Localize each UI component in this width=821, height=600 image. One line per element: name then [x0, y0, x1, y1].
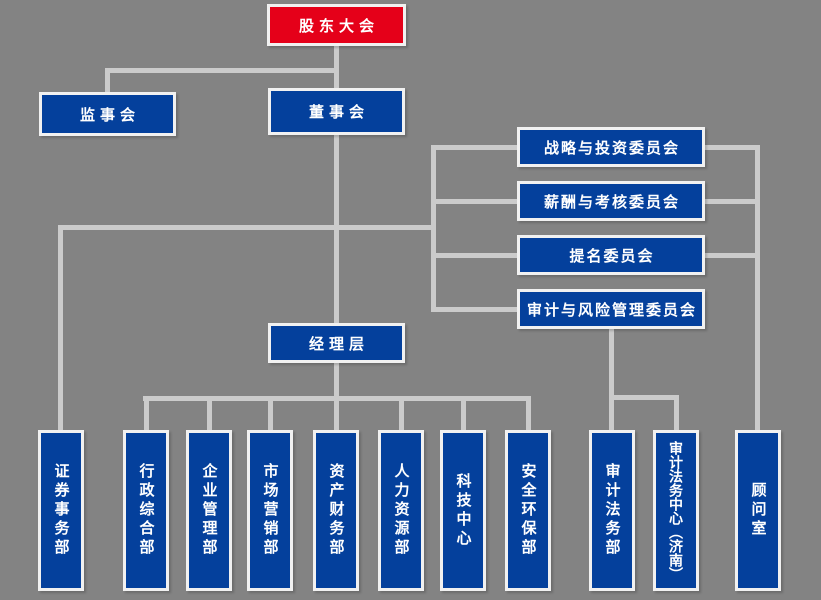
node-committee-remuneration-appraisal: 薪酬与考核委员会 — [517, 181, 705, 221]
connector-dept-stub-2 — [207, 396, 212, 430]
node-label: 科技中心 — [454, 472, 472, 549]
connector-committee1-right-stub — [705, 145, 760, 150]
node-label: 市场营销部 — [261, 463, 279, 558]
node-label: 审计法务部 — [603, 463, 621, 558]
node-label: 资产财务部 — [327, 463, 345, 558]
node-dept-audit-legal-center-jinan: 审计法务中心（济南） — [653, 430, 699, 591]
connector-right-rail-to-advisory — [755, 145, 760, 430]
node-committee-audit-risk: 审计与风险管理委员会 — [517, 289, 705, 329]
node-label: 审计法务中心（济南） — [668, 440, 684, 581]
node-dept-marketing: 市场营销部 — [247, 430, 293, 591]
node-dept-human-resources: 人力资源部 — [378, 430, 424, 591]
connector-dept-stub-4 — [399, 396, 404, 430]
node-committee-strategy-investment: 战略与投资委员会 — [517, 127, 705, 167]
connector-committee3-right-stub — [705, 253, 760, 258]
connector-department-crossbar — [143, 396, 531, 401]
connector-dept-stub-3 — [268, 396, 273, 430]
node-dept-securities-affairs: 证券事务部 — [38, 430, 84, 591]
connector-committee3-left-stub — [431, 253, 517, 258]
connector-board-left-crossbar — [59, 225, 436, 230]
connector-dept-stub-1 — [144, 396, 149, 430]
node-dept-audit-legal: 审计法务部 — [589, 430, 635, 591]
node-label: 审计与风险管理委员会 — [526, 301, 697, 319]
node-label: 顾问室 — [749, 482, 767, 539]
node-label: 企业管理部 — [200, 463, 218, 558]
node-management-level: 经理层 — [268, 323, 405, 363]
node-dept-asset-finance: 资产财务部 — [313, 430, 359, 591]
node-label: 行政综合部 — [137, 463, 155, 558]
connector-audit-branch — [609, 395, 679, 400]
node-label: 股东大会 — [298, 17, 379, 35]
node-label: 提名委员会 — [569, 247, 655, 265]
node-committee-nomination: 提名委员会 — [517, 235, 705, 275]
node-label: 薪酬与考核委员会 — [543, 193, 680, 211]
node-supervisory-board: 监事会 — [39, 92, 176, 136]
node-label: 人力资源部 — [392, 463, 410, 558]
node-dept-administration: 行政综合部 — [123, 430, 169, 591]
connector-dept-stub-5 — [461, 396, 466, 430]
node-dept-safety-environment: 安全环保部 — [505, 430, 551, 591]
node-board-of-directors: 董事会 — [268, 88, 405, 135]
connector-committee2-right-stub — [705, 199, 760, 204]
connector-committee1-left-stub — [431, 145, 517, 150]
node-shareholders-meeting: 股东大会 — [267, 4, 406, 46]
connector-audit-committee-drop — [609, 328, 614, 430]
connector-jinan-stub — [674, 395, 679, 430]
node-label: 安全环保部 — [519, 463, 537, 558]
connector-committee-left-rail — [431, 145, 436, 311]
node-dept-enterprise-management: 企业管理部 — [186, 430, 232, 591]
node-dept-technology-center: 科技中心 — [440, 430, 486, 591]
node-label: 证券事务部 — [52, 463, 70, 558]
node-label: 战略与投资委员会 — [543, 139, 680, 157]
node-label: 经理层 — [308, 335, 369, 353]
connector-committee2-left-stub — [431, 199, 517, 204]
connector-dept-stub-6 — [526, 396, 531, 430]
connector-committee4-left-stub — [431, 307, 517, 312]
connector-top-crossbar — [105, 68, 339, 73]
connector-supervisory-stub — [105, 70, 110, 92]
node-label: 董事会 — [308, 104, 369, 121]
node-label: 监事会 — [79, 106, 140, 124]
node-dept-advisory-office: 顾问室 — [735, 430, 781, 591]
connector-securities-drop — [58, 225, 63, 430]
